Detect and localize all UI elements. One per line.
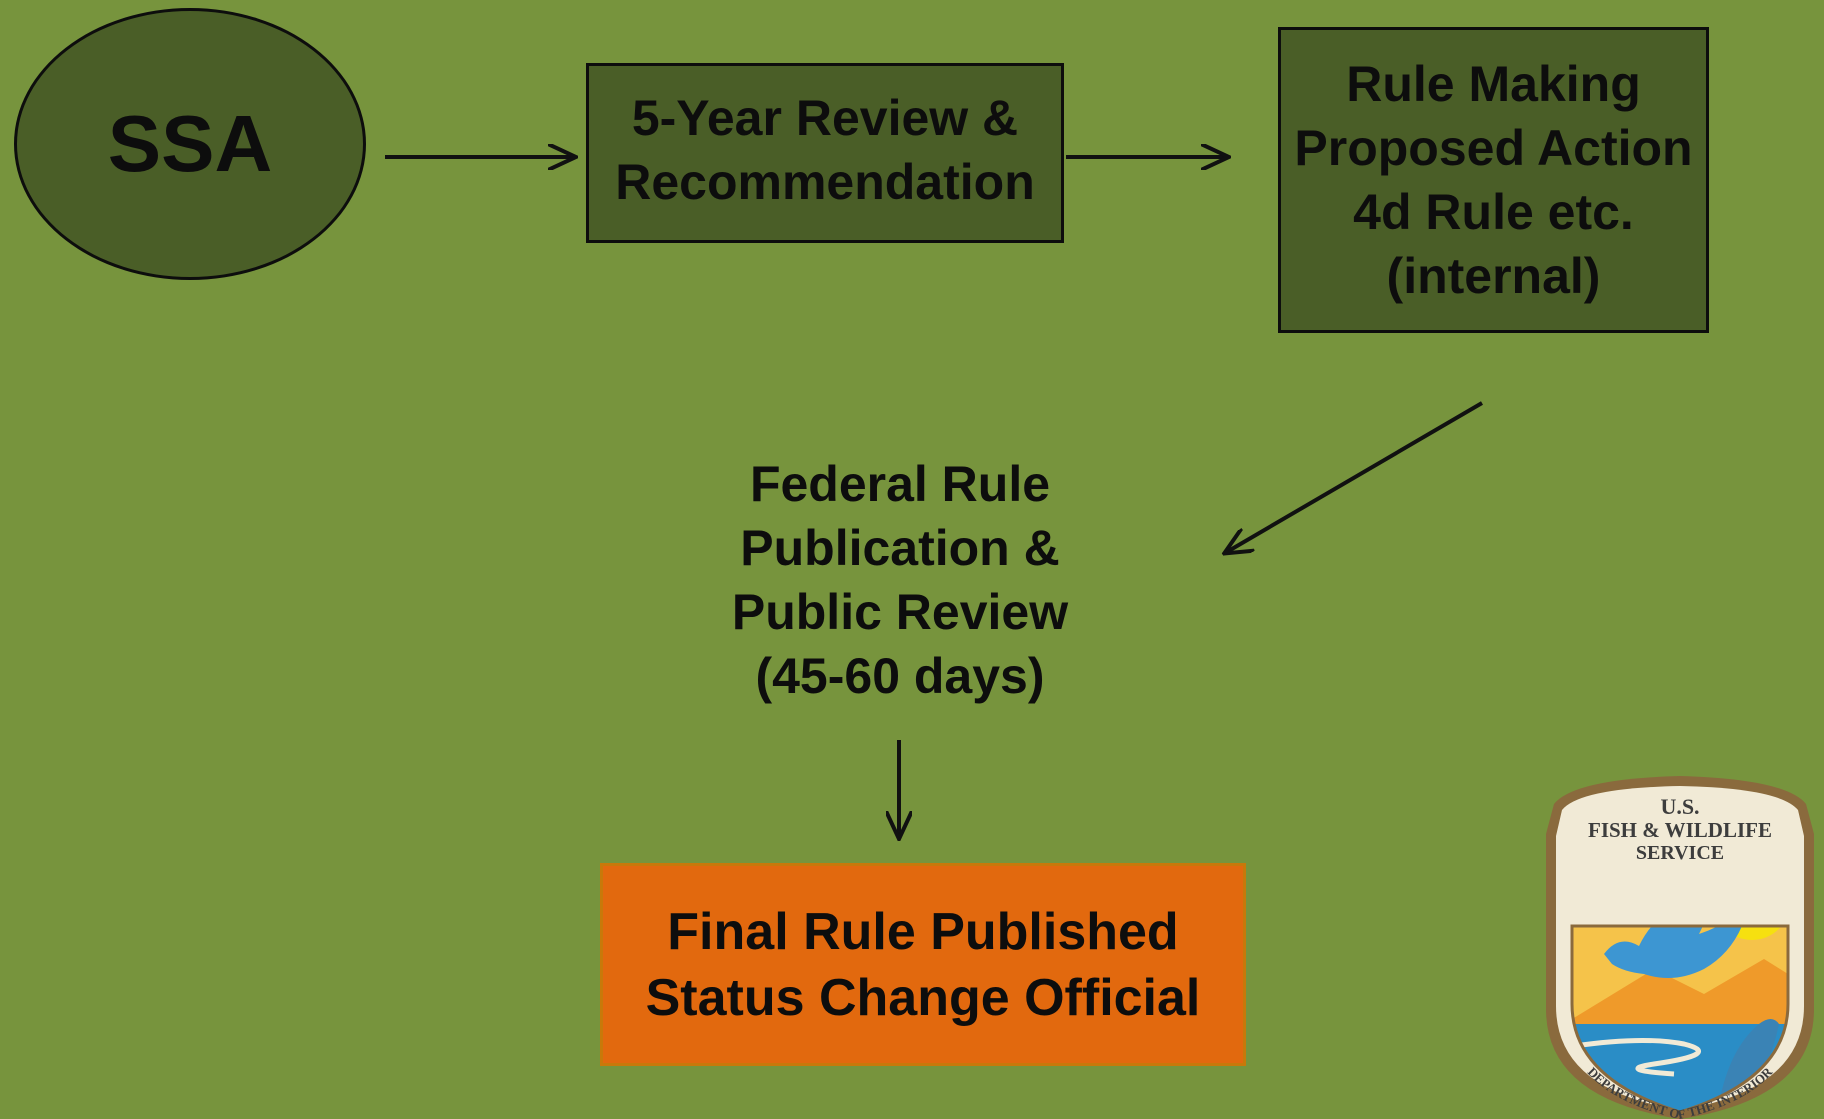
rule-making-line-1: Rule Making [1346,56,1641,112]
final-line-1: Final Rule Published [667,902,1179,961]
rule-making-line-4: (internal) [1386,248,1601,304]
federal-review-node: Federal Rule Publication & Public Review… [650,450,1150,710]
review-node: 5-Year Review & Recommendation [586,63,1064,243]
federal-line-3: Public Review [731,584,1069,640]
federal-line-1: Federal Rule [749,456,1051,512]
rule-making-line-3: 4d Rule etc. [1353,184,1634,240]
federal-line-4: (45-60 days) [755,648,1045,704]
river-icon [1573,1037,1701,1077]
seal-shield-outline [1570,924,1790,1114]
seal-text-fish-wildlife: FISH & WILDLIFE [1588,818,1772,842]
rule-making-node: Rule Making Proposed Action 4d Rule etc.… [1278,27,1709,333]
final-rule-node: Final Rule Published Status Change Offic… [600,863,1246,1066]
seal-text-us: U.S. [1660,794,1699,819]
final-line-2: Status Change Official [645,968,1201,1027]
ssa-node: SSA [14,8,366,280]
review-line-1: 5-Year Review & [631,90,1019,146]
seal-text-service: SERVICE [1636,842,1724,864]
duck-icon [1604,926,1749,978]
rule-making-line-2: Proposed Action [1294,120,1693,176]
arrow-rulemaking-to-federal [1225,401,1484,553]
review-line-2: Recommendation [615,154,1035,210]
mountain-icon [1572,959,1788,1034]
seal-shield [1572,926,1788,1112]
ssa-label: SSA [107,99,273,188]
federal-line-2: Publication & [740,520,1060,576]
fws-seal-logo: U.S. FISH & WILDLIFE SERVICE DEPARTMENT … [1546,776,1814,1119]
